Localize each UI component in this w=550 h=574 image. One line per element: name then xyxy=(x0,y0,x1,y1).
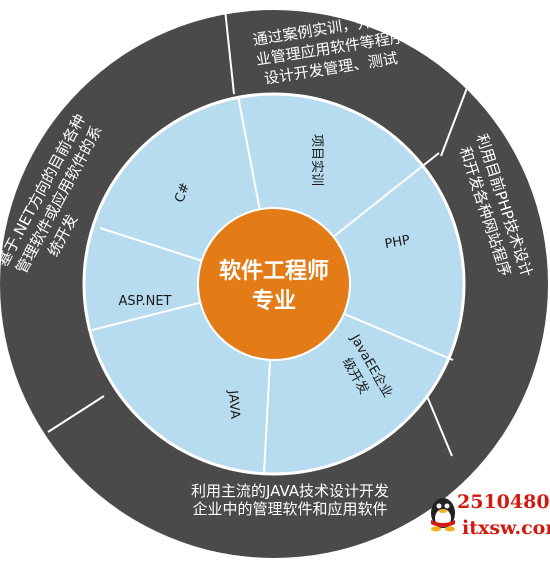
outer-ring-dividers xyxy=(47,0,471,457)
outer-text-top: 通过案例实训，开展各行 业管理应用软件等程序的 设计开发管理、测试 xyxy=(252,6,421,88)
outer-divider xyxy=(440,79,471,157)
center-title-line1: 软件工程师 xyxy=(219,258,329,284)
watermark-number: 251048012 xyxy=(457,491,550,513)
center-circle xyxy=(197,207,351,361)
watermark: 251048012 itxsw.com xyxy=(431,491,550,539)
outer-divider xyxy=(47,395,105,433)
outer-divider xyxy=(423,388,453,457)
segment-label-csharp: C# xyxy=(172,181,193,205)
segment-label-project: 项目实训 xyxy=(309,134,324,186)
outer-bottom-line1: 利用主流的JAVA技术设计开发 xyxy=(191,482,389,500)
qq-penguin-icon xyxy=(431,498,455,532)
outer-text-bottom: 利用主流的JAVA技术设计开发 企业中的管理软件和应用软件 xyxy=(191,482,389,518)
segment-label-php: PHP xyxy=(384,233,412,252)
segment-label-java: JAVA xyxy=(225,389,243,420)
outer-divider xyxy=(223,0,235,95)
center-title-line2: 专业 xyxy=(252,288,296,314)
segment-label-aspnet: ASP.NET xyxy=(119,294,172,309)
watermark-site: itxsw.com xyxy=(462,517,550,539)
outer-bottom-line2: 企业中的管理软件和应用软件 xyxy=(192,500,387,518)
